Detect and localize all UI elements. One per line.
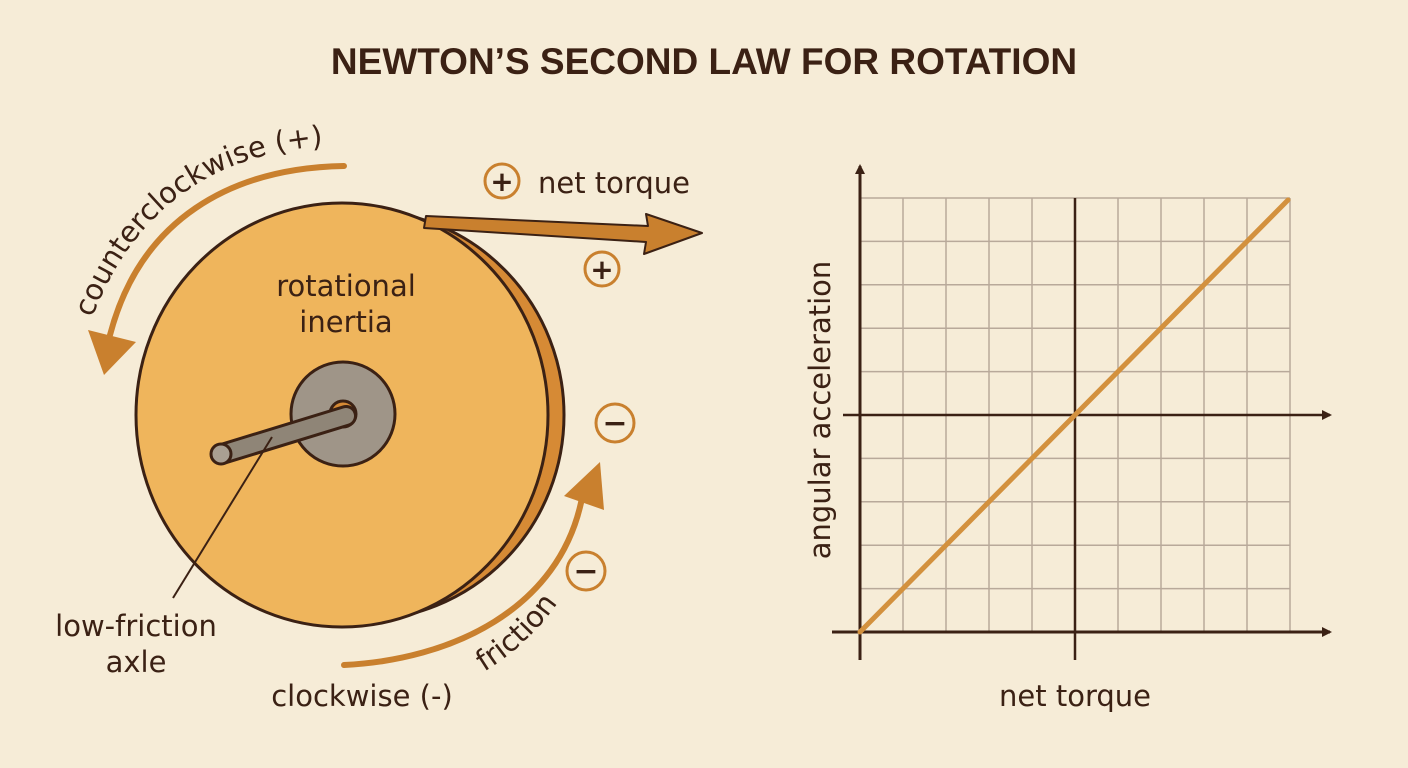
axle-label-line2: axle bbox=[106, 645, 167, 679]
axle-label: low-friction bbox=[55, 609, 217, 643]
axle-pointer-line bbox=[172, 436, 273, 599]
page-title: NEWTON’S SECOND LAW FOR ROTATION bbox=[331, 41, 1077, 82]
counterclockwise-arrow bbox=[88, 163, 347, 375]
x-axis-label: net torque bbox=[999, 679, 1151, 713]
svg-text:−: − bbox=[573, 554, 598, 589]
graph: net torque angular acceleration bbox=[803, 164, 1332, 713]
svg-text:−: − bbox=[602, 406, 627, 441]
net-torque-arrow bbox=[423, 213, 703, 255]
rotational-inertia-label-line2: inertia bbox=[299, 305, 392, 339]
wheel-illustration: rotational inertia low-friction axle bbox=[55, 201, 566, 679]
net-torque-plus-badge: + bbox=[483, 162, 521, 200]
axle-end bbox=[209, 442, 233, 466]
proportional-line bbox=[857, 197, 1291, 635]
net-torque-label: net torque bbox=[538, 166, 690, 200]
clockwise-label: clockwise (-) bbox=[271, 679, 453, 713]
svg-text:+: + bbox=[490, 165, 513, 198]
axle bbox=[214, 408, 354, 462]
friction-arrow bbox=[341, 462, 604, 668]
wheel-plus-badge: + bbox=[583, 250, 621, 288]
svg-text:+: + bbox=[590, 253, 613, 286]
friction-minus-badge-upper: − bbox=[594, 402, 636, 444]
friction-label: friction bbox=[469, 587, 563, 678]
friction-minus-badge-lower: − bbox=[565, 550, 607, 592]
y-axis-label: angular acceleration bbox=[803, 261, 837, 560]
rotational-inertia-label: rotational bbox=[276, 269, 416, 303]
